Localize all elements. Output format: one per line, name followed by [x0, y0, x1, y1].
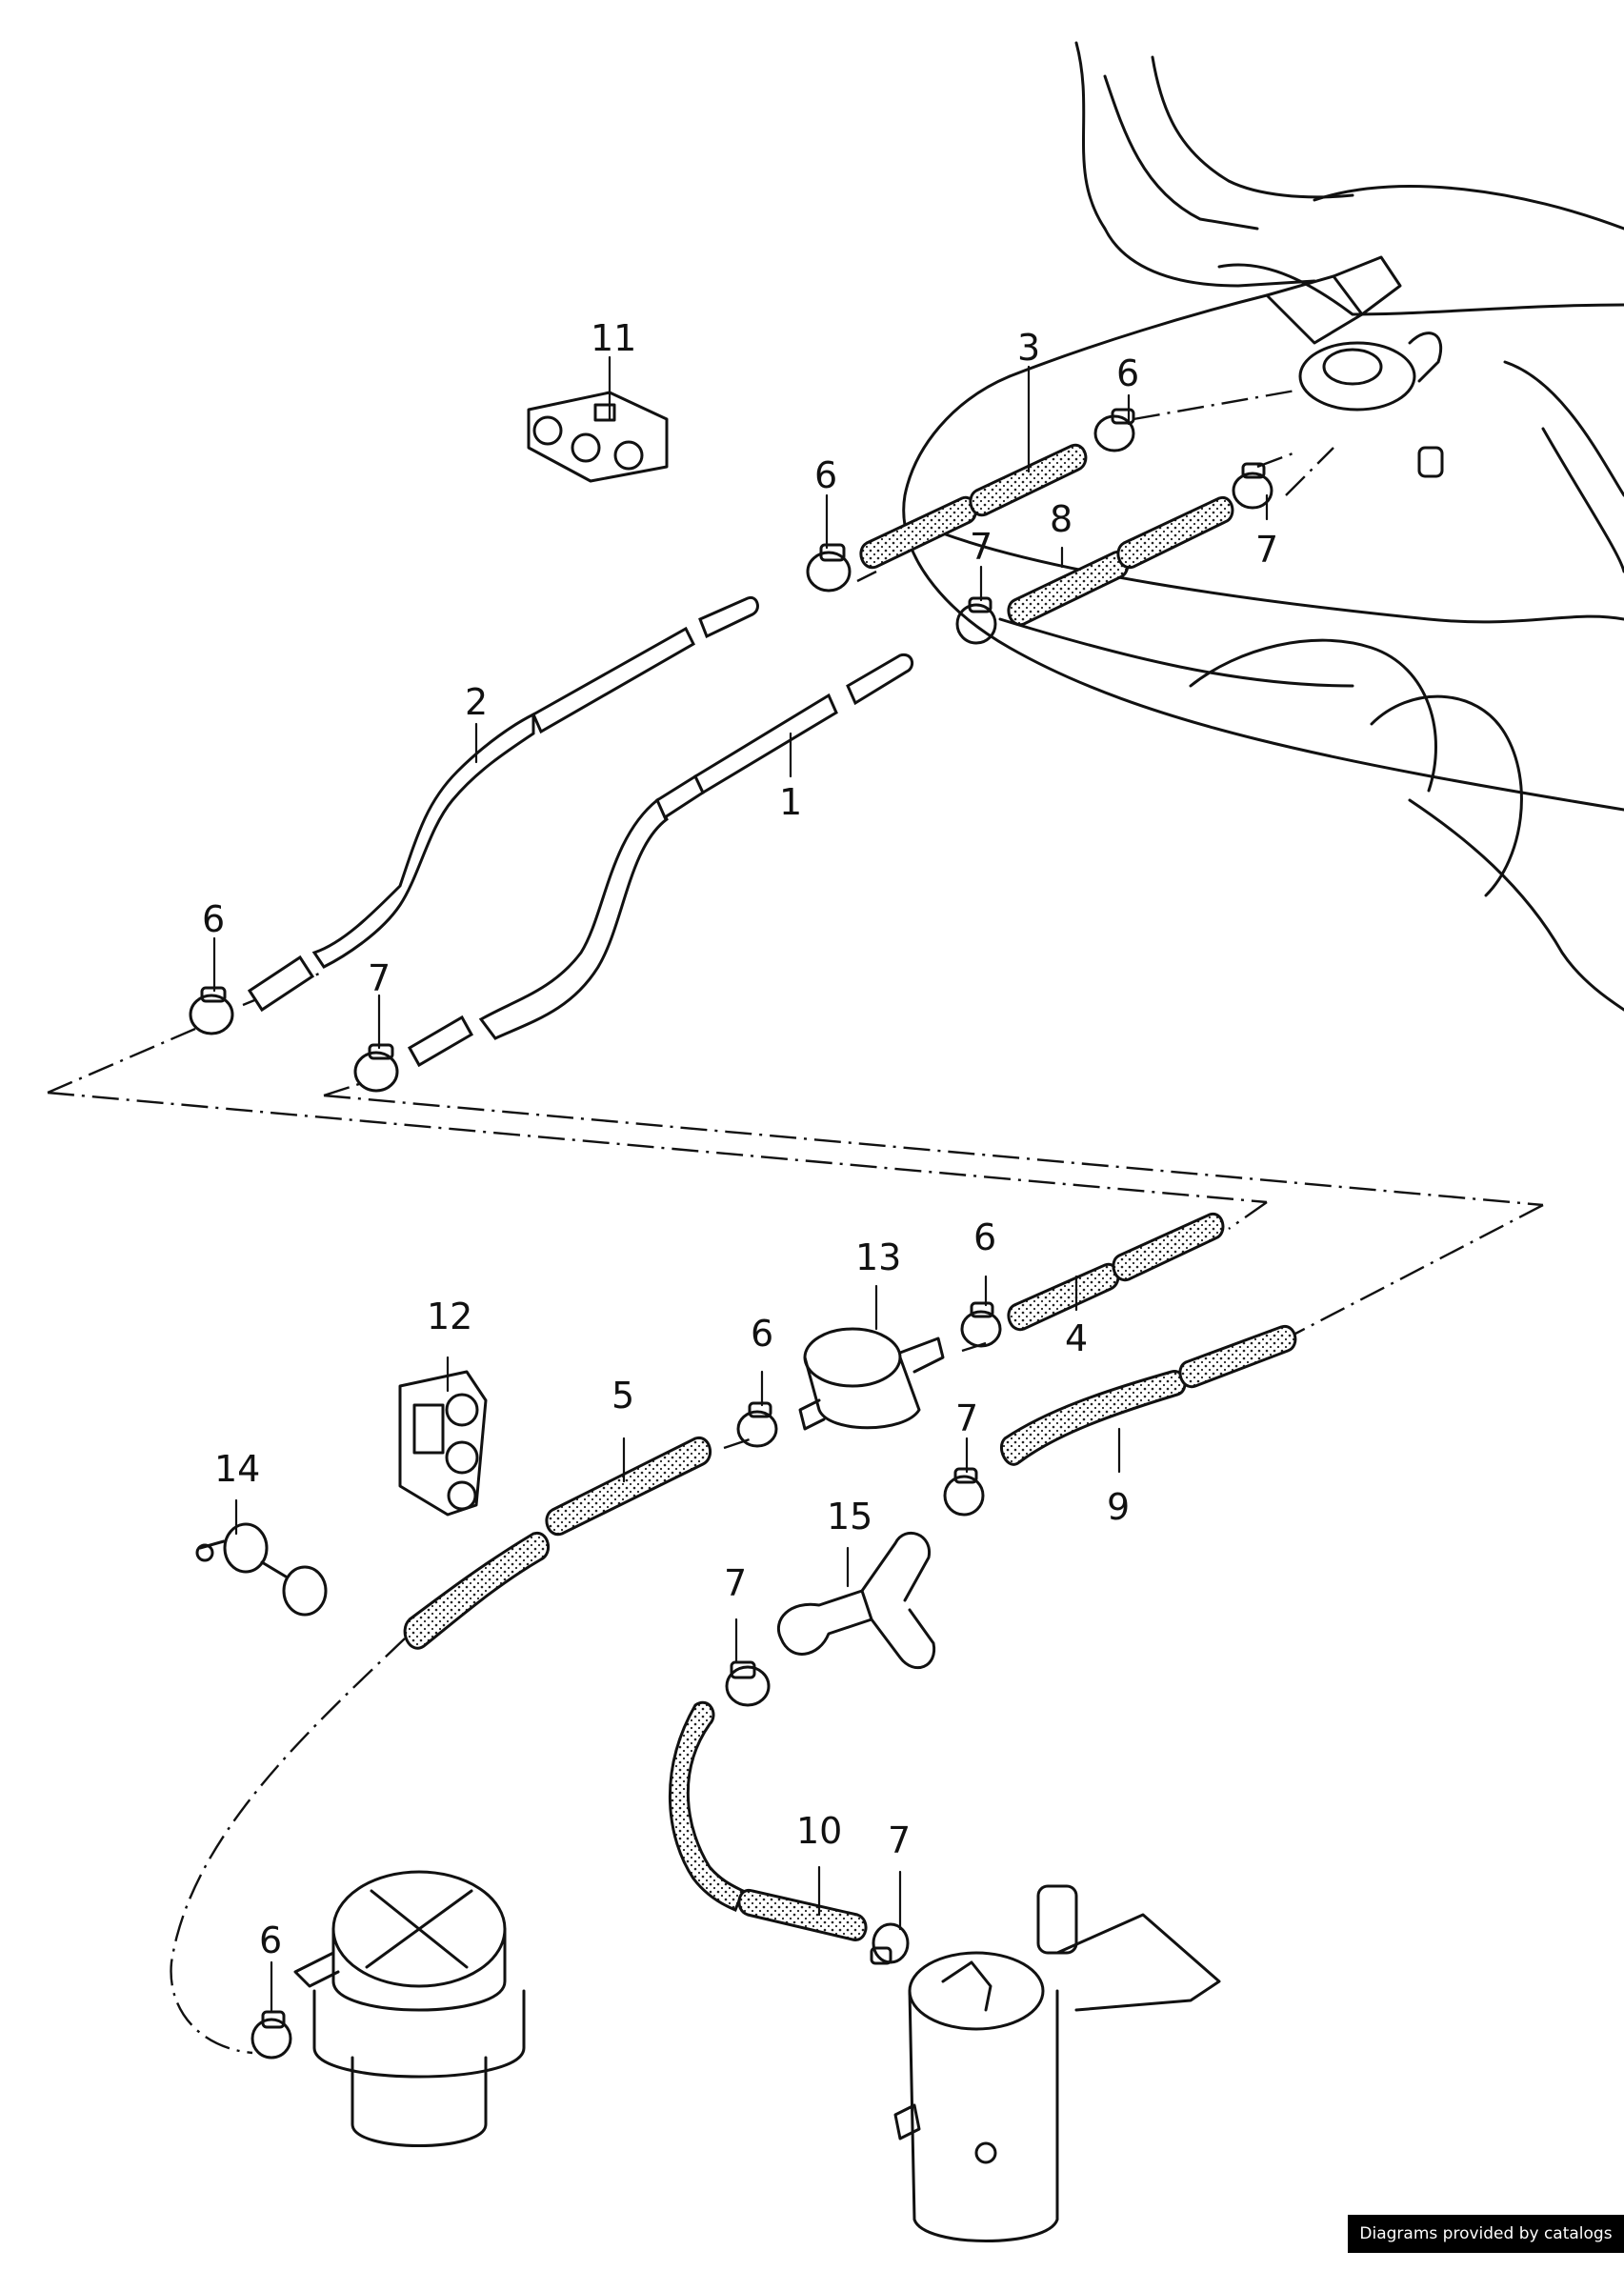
leader-lines — [212, 355, 1269, 2012]
clamp-6-d — [960, 1301, 1002, 1348]
t-connector-15 — [776, 1531, 936, 1670]
callout-7: 7 — [724, 1562, 747, 1604]
hose-10 — [668, 1701, 868, 1941]
hose-holder-12 — [398, 1370, 488, 1517]
pressure-regulator — [293, 1870, 526, 2147]
hose-4 — [1007, 1212, 1225, 1332]
hose-holder-11 — [527, 391, 669, 483]
clamp-7-b — [1232, 462, 1273, 510]
callout-4: 4 — [1065, 1317, 1088, 1359]
hose-9 — [999, 1324, 1297, 1466]
double-clamp-14 — [195, 1522, 328, 1617]
fuel-filter — [893, 1884, 1221, 2242]
clamp-7-a — [955, 596, 997, 645]
callout-6: 6 — [973, 1216, 996, 1258]
callout-2: 2 — [465, 681, 488, 723]
callout-10: 10 — [796, 1810, 842, 1852]
callout-7: 7 — [955, 1397, 978, 1439]
clamp-7-e — [725, 1660, 771, 1707]
routing-lines — [47, 389, 1544, 2055]
callout-15: 15 — [827, 1496, 872, 1537]
callout-5: 5 — [612, 1375, 634, 1417]
hose-8 — [1007, 495, 1234, 627]
hose-2 — [247, 595, 759, 1013]
callout-12: 12 — [427, 1296, 472, 1337]
clamp-6-b — [1093, 408, 1135, 452]
hose-5 — [403, 1436, 712, 1650]
fuel-tank-outline — [902, 41, 1624, 1012]
callout-6: 6 — [814, 454, 837, 496]
callout-9: 9 — [1107, 1486, 1130, 1528]
clamp-7-d — [943, 1467, 985, 1517]
clamp-6-a — [806, 543, 852, 593]
callout-7: 7 — [970, 526, 992, 568]
hose-1 — [407, 653, 914, 1068]
callout-1: 1 — [779, 781, 802, 823]
callout-11: 11 — [591, 317, 636, 359]
clamp-6-c — [189, 986, 234, 1035]
hose-clamps — [189, 408, 1273, 2060]
callout-6: 6 — [202, 898, 225, 940]
callout-6: 6 — [1116, 352, 1139, 394]
hose-3 — [859, 443, 1088, 570]
clamp-6-e — [736, 1401, 778, 1448]
callout-labels: 11 3 6 6 8 7 7 2 1 6 7 13 6 4 12 6 5 7 1… — [202, 317, 1278, 1961]
callout-6: 6 — [259, 1919, 282, 1961]
callout-14: 14 — [214, 1448, 260, 1490]
callout-13: 13 — [855, 1236, 901, 1278]
callout-3: 3 — [1017, 327, 1040, 369]
callout-7: 7 — [368, 957, 391, 999]
callout-7: 7 — [888, 1819, 911, 1861]
clamp-7-f — [870, 1922, 910, 1965]
diagram-credit: Diagrams provided by catalogs parts — [1348, 2215, 1624, 2281]
clamp-7-c — [353, 1043, 399, 1093]
callout-7: 7 — [1255, 529, 1278, 571]
callout-8: 8 — [1050, 498, 1073, 540]
clamp-6-f — [251, 2010, 292, 2060]
callout-6: 6 — [751, 1313, 773, 1355]
inline-filter-13 — [798, 1327, 945, 1431]
